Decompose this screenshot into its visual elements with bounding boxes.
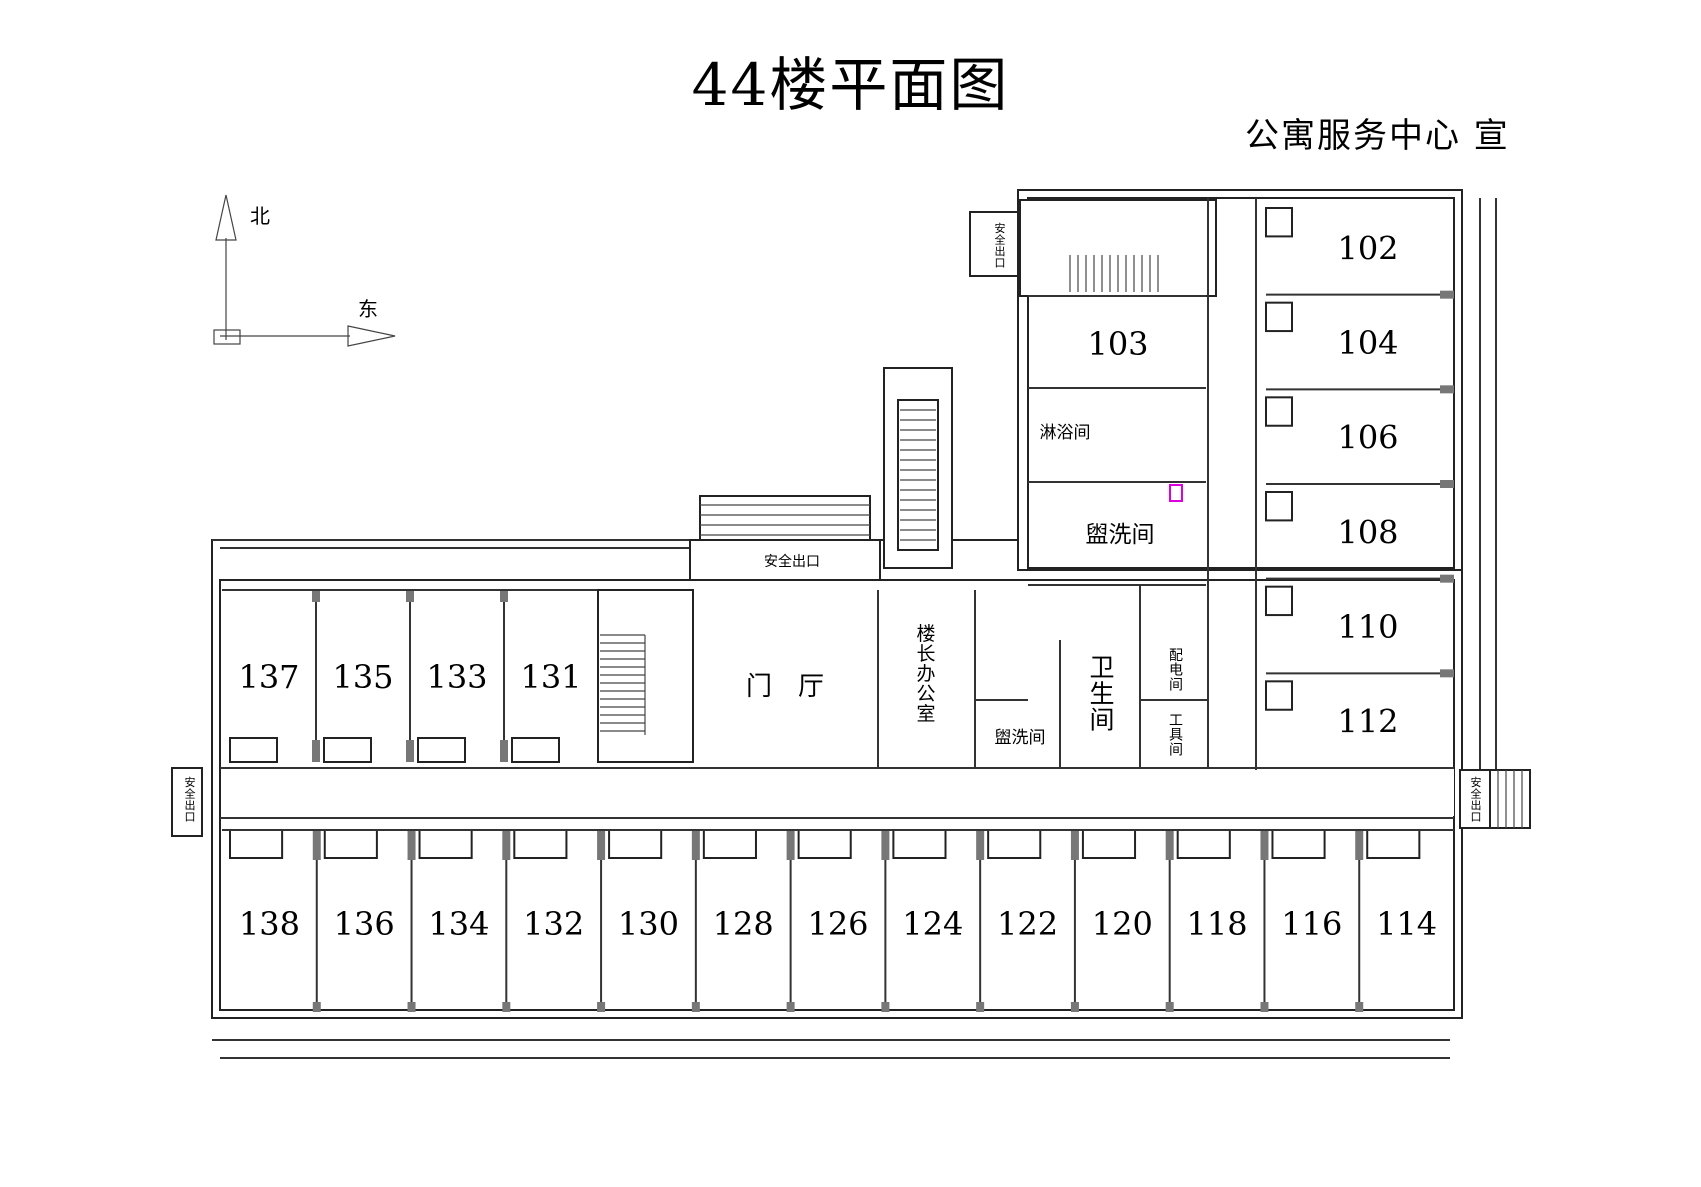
stairwell-east	[1019, 199, 1217, 297]
svg-text:口: 口	[185, 811, 196, 824]
page-subtitle: 公寓服务中心 宣	[1245, 116, 1510, 156]
room-132: 132	[523, 905, 584, 943]
svg-text:安: 安	[185, 775, 196, 789]
east-exit	[1459, 769, 1531, 829]
washroom-upper-label: 盥洗间	[1086, 522, 1155, 548]
svg-text:间: 间	[1169, 677, 1183, 693]
lobby-label: 门 厅	[746, 672, 824, 702]
svg-text:生: 生	[1089, 679, 1114, 708]
room-133: 133	[426, 658, 487, 696]
room-137: 137	[238, 658, 299, 696]
stairwell-west	[597, 589, 694, 763]
room-103: 103	[1087, 325, 1148, 363]
east-room-walls	[1265, 207, 1454, 711]
room-134: 134	[428, 905, 489, 943]
room-138: 138	[239, 905, 300, 943]
room-135: 135	[332, 658, 393, 696]
room-102: 102	[1337, 229, 1398, 267]
svg-text:安: 安	[1471, 775, 1482, 789]
room-128: 128	[713, 905, 774, 943]
electric-room-label: 配电间	[1169, 648, 1183, 693]
north-exit	[969, 211, 1019, 277]
page-title: 44楼平面图	[691, 51, 1010, 119]
tool-room-label: 工具间	[1169, 713, 1183, 758]
room-120: 120	[1092, 905, 1153, 943]
svg-text:工: 工	[1169, 713, 1183, 729]
svg-text:间: 间	[1089, 706, 1114, 735]
svg-text:具: 具	[1169, 728, 1183, 744]
svg-text:间: 间	[1169, 742, 1183, 758]
exit-east-label: 安全出口	[1471, 775, 1482, 824]
room-114: 114	[1376, 905, 1437, 943]
svg-text:公: 公	[916, 683, 935, 705]
exit-main-label: 安全出口	[764, 553, 820, 570]
room-136: 136	[334, 905, 395, 943]
room-126: 126	[807, 905, 868, 943]
room-112: 112	[1337, 703, 1398, 741]
svg-text:安: 安	[995, 221, 1006, 235]
compass-east-label: 东	[358, 297, 378, 321]
room-106: 106	[1337, 419, 1398, 457]
room-131: 131	[520, 658, 581, 696]
room-124: 124	[902, 905, 963, 943]
room-116: 116	[1281, 905, 1342, 943]
north-entrance-steps	[689, 495, 881, 581]
svg-text:楼: 楼	[916, 623, 935, 645]
svg-text:出: 出	[185, 798, 196, 812]
building-outline	[211, 189, 1497, 1059]
north-room-walls	[222, 589, 598, 763]
svg-text:长: 长	[916, 643, 935, 665]
svg-text:全: 全	[185, 787, 196, 801]
svg-text:全: 全	[995, 233, 1006, 247]
svg-text:口: 口	[1471, 811, 1482, 824]
svg-text:全: 全	[1471, 787, 1482, 801]
room-130: 130	[618, 905, 679, 943]
exit-north-label: 安全出口	[995, 221, 1006, 270]
room-108: 108	[1337, 513, 1398, 551]
service-walls	[877, 198, 1257, 770]
shower-label: 淋浴间	[1040, 423, 1091, 443]
svg-text:配: 配	[1169, 648, 1183, 664]
room-110: 110	[1337, 608, 1398, 646]
svg-text:室: 室	[916, 703, 935, 725]
compass-north-label: 北	[250, 204, 270, 228]
svg-text:办: 办	[916, 663, 935, 685]
stairwell-north	[883, 367, 953, 569]
toilet-label: 卫生间	[1089, 653, 1114, 735]
compass: 北 东	[213, 194, 396, 347]
room-122: 122	[997, 905, 1058, 943]
south-room-walls	[222, 829, 1454, 1012]
west-exit	[171, 767, 203, 837]
exit-west-label: 安全出口	[185, 775, 196, 824]
svg-text:卫: 卫	[1089, 653, 1114, 682]
room-104: 104	[1337, 324, 1398, 362]
room-118: 118	[1187, 905, 1248, 943]
svg-text:口: 口	[995, 257, 1006, 270]
svg-text:出: 出	[995, 244, 1006, 258]
washroom-lower-label: 盥洗间	[995, 728, 1046, 748]
svg-text:电: 电	[1169, 663, 1183, 679]
svg-text:出: 出	[1471, 798, 1482, 812]
